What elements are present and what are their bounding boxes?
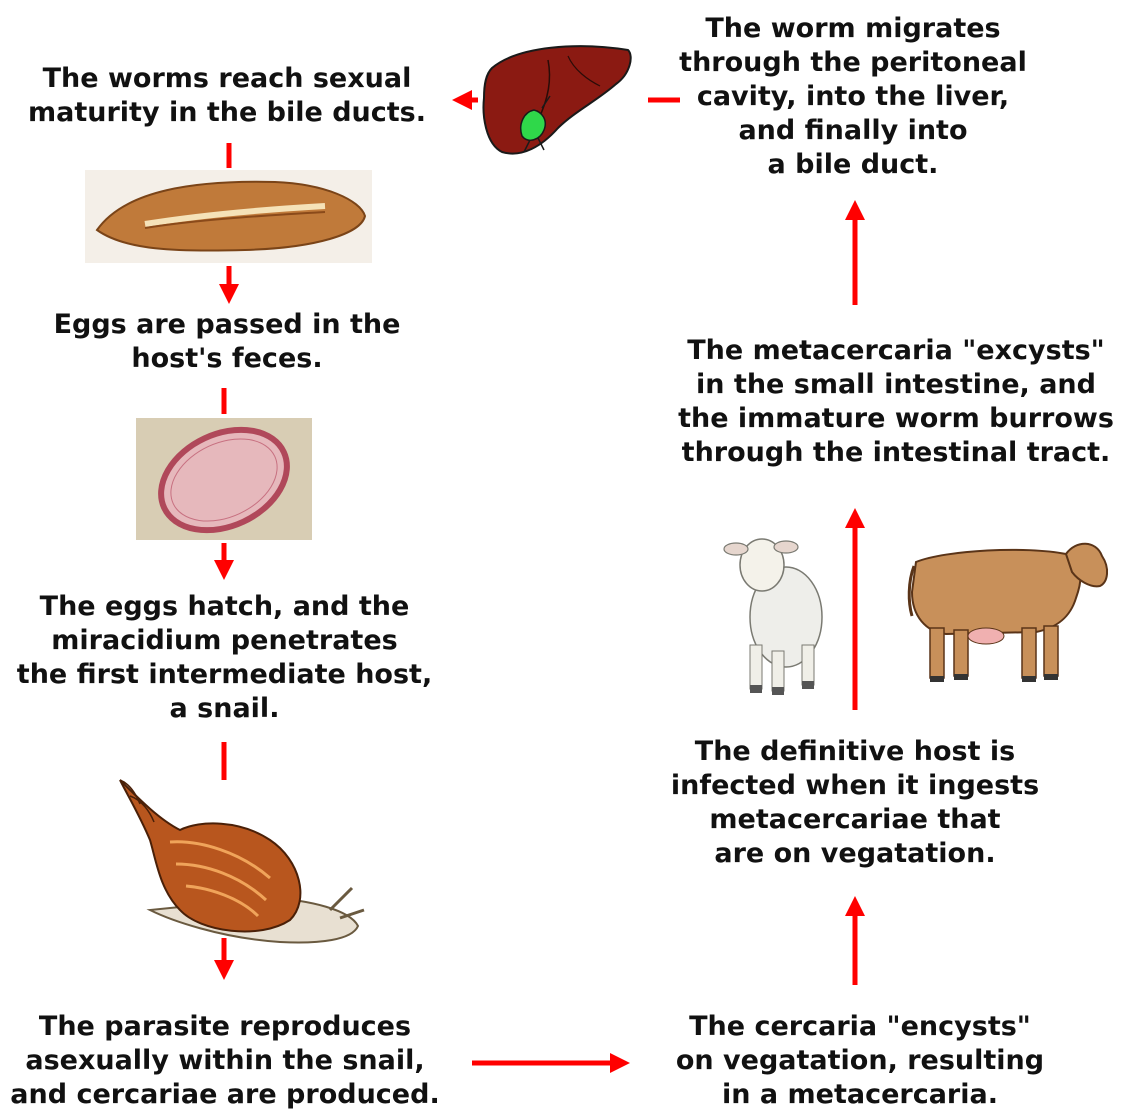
step-line: The worm migrates	[672, 12, 1034, 46]
step-line: through the peritoneal	[672, 46, 1034, 80]
sheep-illustration	[720, 525, 830, 695]
step-line: and finally into	[672, 114, 1034, 148]
step-line: on vegatation, resulting	[650, 1044, 1070, 1078]
step-encysts: The cercaria "encysts"on vegatation, res…	[650, 1010, 1070, 1112]
step-line: in the small intestine, and	[670, 368, 1122, 402]
step-line: through the intestinal tract.	[670, 436, 1122, 470]
step-line: a bile duct.	[672, 148, 1034, 182]
step-line: cavity, into the liver,	[672, 80, 1034, 114]
step-line: The definitive host is	[655, 735, 1055, 769]
step-excysts: The metacercaria "excysts"in the small i…	[670, 334, 1122, 470]
liver-illustration	[478, 40, 636, 160]
step-line: in a metacercaria.	[650, 1078, 1070, 1112]
step-line: The eggs hatch, and the	[12, 590, 437, 624]
cow-illustration	[906, 532, 1116, 684]
step-line: host's feces.	[22, 342, 432, 376]
step-line: the immature worm burrows	[670, 402, 1122, 436]
step-line: are on vegatation.	[655, 837, 1055, 871]
egg-micrograph	[136, 418, 312, 540]
step-line: and cercariae are produced.	[6, 1078, 444, 1112]
step-line: the first intermediate host,	[12, 658, 437, 692]
step-line: miracidium penetrates	[12, 624, 437, 658]
step-line: infected when it ingests	[655, 769, 1055, 803]
adult-fluke-photo	[85, 170, 372, 263]
snail-illustration	[90, 760, 370, 950]
step-line: The cercaria "encysts"	[650, 1010, 1070, 1044]
step-line: metacercariae that	[655, 803, 1055, 837]
step-line: The worms reach sexual	[22, 62, 432, 96]
step-line: a snail.	[12, 692, 437, 726]
step-line: The parasite reproduces	[6, 1010, 444, 1044]
step-line: Eggs are passed in the	[22, 308, 432, 342]
step-line: The metacercaria "excysts"	[670, 334, 1122, 368]
step-line: maturity in the bile ducts.	[22, 96, 432, 130]
step-line: asexually within the snail,	[6, 1044, 444, 1078]
